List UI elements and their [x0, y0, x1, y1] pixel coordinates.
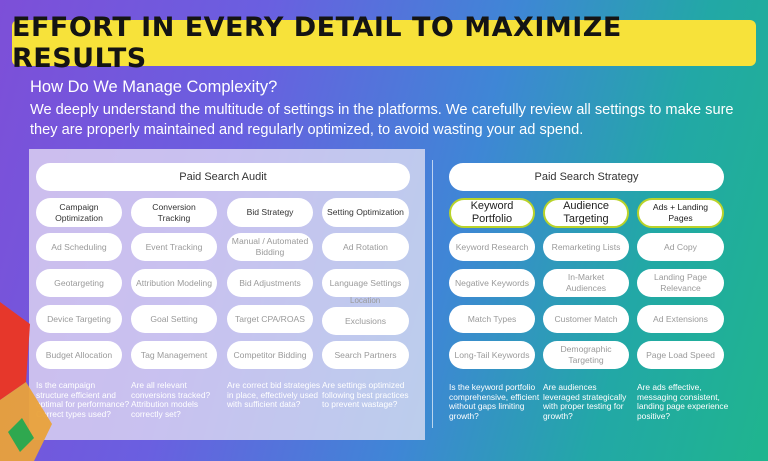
- section-divider: [432, 160, 433, 428]
- audit-item-search-partners: Search Partners: [322, 341, 409, 369]
- decorative-logo-shapes: [0, 302, 52, 461]
- strategy-item-long-tail-keywords: Long-Tail Keywords: [449, 341, 535, 369]
- strategy-question-ads: Are ads effective, messaging consistent,…: [637, 382, 729, 421]
- strategy-item-ad-extensions: Ad Extensions: [637, 305, 724, 333]
- audit-title: Paid Search Audit: [36, 163, 410, 191]
- strategy-item-keyword-research: Keyword Research: [449, 233, 535, 261]
- headline-banner: EFFORT IN EVERY DETAIL TO MAXIMIZE RESUL…: [12, 12, 756, 74]
- strategy-item-landing-page-relevance: Landing Page Relevance: [637, 269, 724, 297]
- strategy-heading-audience-targeting: Audience Targeting: [543, 198, 629, 228]
- audit-item-tag-management: Tag Management: [131, 341, 217, 369]
- strategy-item-negative-keywords: Negative Keywords: [449, 269, 535, 297]
- strategy-heading-ads-landing-pages: Ads + Landing Pages: [637, 198, 724, 228]
- strategy-heading-keyword-portfolio: Keyword Portfolio: [449, 198, 535, 228]
- audit-question-conversion: Are all relevant conversions tracked? At…: [131, 380, 211, 419]
- strategy-title: Paid Search Strategy: [449, 163, 724, 191]
- audit-item-exclusions: Exclusions: [322, 307, 409, 335]
- audit-item-ad-scheduling: Ad Scheduling: [36, 233, 122, 261]
- audit-heading-bid-strategy: Bid Strategy: [227, 198, 313, 227]
- audit-item-target-cpa-roas: Target CPA/ROAS: [227, 305, 313, 333]
- audit-item-geotargeting: Geotargeting: [36, 269, 122, 297]
- audit-item-device-targeting: Device Targeting: [36, 305, 122, 333]
- strategy-item-match-types: Match Types: [449, 305, 535, 333]
- intro-paragraph: We deeply understand the multitude of se…: [30, 102, 734, 138]
- audit-question-campaign: Is the campaign structure efficient and …: [36, 380, 130, 419]
- audit-item-language-settings: Language Settings: [322, 269, 409, 297]
- audit-item-goal-setting: Goal Setting: [131, 305, 217, 333]
- strategy-item-ad-copy: Ad Copy: [637, 233, 724, 261]
- audit-item-manual-automated-bidding: Manual / Automated Bidding: [227, 233, 313, 261]
- audit-heading-campaign-optimization: Campaign Optimization: [36, 198, 122, 227]
- strategy-item-demographic-targeting: Demographic Targeting: [543, 341, 629, 369]
- audit-question-settings: Are settings optimized following best pr…: [322, 380, 409, 409]
- stray-location-label: Location: [350, 296, 381, 305]
- audit-item-event-tracking: Event Tracking: [131, 233, 217, 261]
- audit-item-bid-adjustments: Bid Adjustments: [227, 269, 313, 297]
- audit-item-ad-rotation: Ad Rotation: [322, 233, 409, 261]
- strategy-item-page-load-speed: Page Load Speed: [637, 341, 724, 369]
- strategy-item-remarketing-lists: Remarketing Lists: [543, 233, 629, 261]
- audit-item-budget-allocation: Budget Allocation: [36, 341, 122, 369]
- audit-question-bid: Are correct bid strategies in place, eff…: [227, 380, 321, 409]
- strategy-question-keyword: Is the keyword portfolio comprehensive, …: [449, 382, 540, 421]
- audit-heading-conversion-tracking: Conversion Tracking: [131, 198, 217, 227]
- strategy-item-customer-match: Customer Match: [543, 305, 629, 333]
- subheading: How Do We Manage Complexity?: [30, 78, 278, 96]
- audit-item-competitor-bidding: Competitor Bidding: [227, 341, 313, 369]
- audit-heading-setting-optimization: Setting Optimization: [322, 198, 409, 227]
- strategy-item-in-market-audiences: In-Market Audiences: [543, 269, 629, 297]
- strategy-question-audience: Are audiences leveraged strategically wi…: [543, 382, 627, 421]
- audit-item-attribution-modeling: Attribution Modeling: [131, 269, 217, 297]
